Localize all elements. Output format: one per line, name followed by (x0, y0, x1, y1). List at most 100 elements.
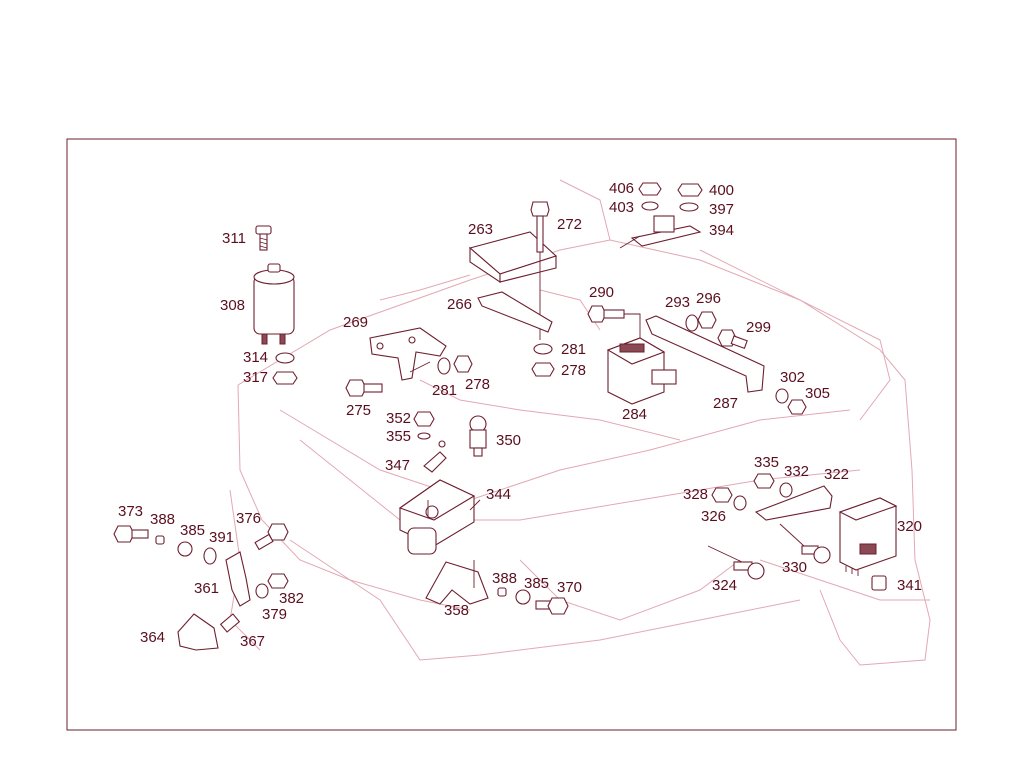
label-364: 364 (140, 629, 165, 646)
label-358: 358 (444, 602, 469, 619)
washer-403-icon (641, 201, 659, 211)
bolt-330-icon (801, 545, 831, 564)
bracket-287-icon (645, 315, 765, 393)
label-278b: 278 (561, 362, 586, 379)
label-290: 290 (589, 284, 614, 301)
bracket-361-icon (225, 551, 251, 607)
label-328: 328 (683, 486, 708, 503)
label-341: 341 (897, 577, 922, 594)
label-406: 406 (609, 180, 634, 197)
spacer-388a-icon (155, 535, 165, 545)
label-324: 324 (712, 577, 737, 594)
bracket-364-icon (177, 613, 219, 651)
washer-397-icon (679, 202, 699, 212)
part-labels: 406 400 403 397 394 272 263 311 308 269 … (118, 180, 922, 650)
label-350: 350 (496, 432, 521, 449)
label-299: 299 (746, 319, 771, 336)
relay-394-icon (630, 215, 702, 247)
nut-382-icon (267, 573, 289, 589)
bolt-376-icon (254, 523, 289, 551)
nut-278a-icon (453, 355, 473, 373)
nut-305-icon (787, 399, 807, 415)
label-302: 302 (780, 369, 805, 386)
label-355: 355 (386, 428, 411, 445)
label-385a: 385 (180, 522, 205, 539)
label-367: 367 (240, 633, 265, 650)
bracket-347-icon (423, 451, 447, 473)
label-385b: 385 (524, 575, 549, 592)
label-352: 352 (386, 410, 411, 427)
label-296: 296 (696, 290, 721, 307)
label-403: 403 (609, 199, 634, 216)
washer-332-icon (779, 482, 793, 498)
label-344: 344 (486, 486, 511, 503)
nut-352-icon (413, 411, 435, 427)
label-388b: 388 (492, 570, 517, 587)
label-278a: 278 (465, 376, 490, 393)
bolt-370-icon (535, 597, 569, 615)
label-322: 322 (824, 466, 849, 483)
screw-311-icon (255, 225, 272, 251)
label-379: 379 (262, 606, 287, 623)
label-293: 293 (665, 294, 690, 311)
bushing-367-icon (219, 613, 241, 633)
label-376: 376 (236, 510, 261, 527)
label-311: 311 (222, 230, 246, 247)
bolt-275-icon (345, 379, 383, 397)
label-281a: 281 (432, 382, 457, 399)
washer-293-icon (685, 314, 699, 332)
label-400: 400 (709, 182, 734, 199)
label-326: 326 (701, 508, 726, 525)
label-388a: 388 (150, 511, 175, 528)
nut-317-icon (272, 371, 298, 385)
nut-328-icon (711, 487, 733, 503)
label-317: 317 (243, 369, 268, 386)
label-266: 266 (447, 296, 472, 313)
label-314: 314 (243, 349, 268, 366)
label-281b: 281 (561, 341, 586, 358)
label-263: 263 (468, 221, 493, 238)
nut-296-icon (697, 311, 717, 329)
label-397: 397 (709, 201, 734, 218)
bolt-299-icon (717, 329, 748, 350)
nut-278b-icon (531, 362, 555, 377)
background-outline (229, 179, 931, 666)
label-305: 305 (805, 385, 830, 402)
washer-379-icon (255, 583, 269, 599)
washer-302-icon (775, 388, 789, 404)
bolt-373-icon (113, 525, 149, 543)
label-347: 347 (385, 457, 410, 474)
washer-355-icon (417, 432, 431, 440)
bushing-385b-icon (515, 589, 531, 605)
bushing-385a-icon (177, 541, 193, 557)
spacer-388b-icon (497, 587, 507, 597)
bolt-290-icon (587, 305, 641, 340)
control-module-320-icon (838, 497, 898, 576)
label-272: 272 (557, 216, 582, 233)
solenoid-308-icon (253, 263, 295, 345)
bracket-322-icon (754, 485, 833, 521)
label-332: 332 (784, 463, 809, 480)
label-370: 370 (557, 579, 582, 596)
control-unit-284-icon (606, 337, 677, 405)
nut-335-icon (753, 473, 775, 489)
label-275: 275 (346, 402, 371, 419)
label-308: 308 (220, 297, 245, 314)
label-269: 269 (343, 314, 368, 331)
washer-281a-icon (437, 357, 451, 375)
bracket-266-icon (477, 291, 553, 333)
label-320: 320 (897, 518, 922, 535)
washer-281b-icon (533, 343, 553, 355)
bracket-358-icon (425, 560, 489, 605)
label-284: 284 (622, 406, 647, 423)
sensor-350-icon (469, 415, 487, 457)
washer-326-icon (733, 495, 747, 511)
module-263-icon (468, 231, 558, 284)
clip-341-icon (871, 575, 887, 591)
bracket-269-icon (369, 327, 447, 381)
label-394: 394 (709, 222, 734, 239)
label-361: 361 (194, 580, 219, 597)
washer-314-icon (275, 352, 295, 364)
label-330: 330 (782, 559, 807, 576)
